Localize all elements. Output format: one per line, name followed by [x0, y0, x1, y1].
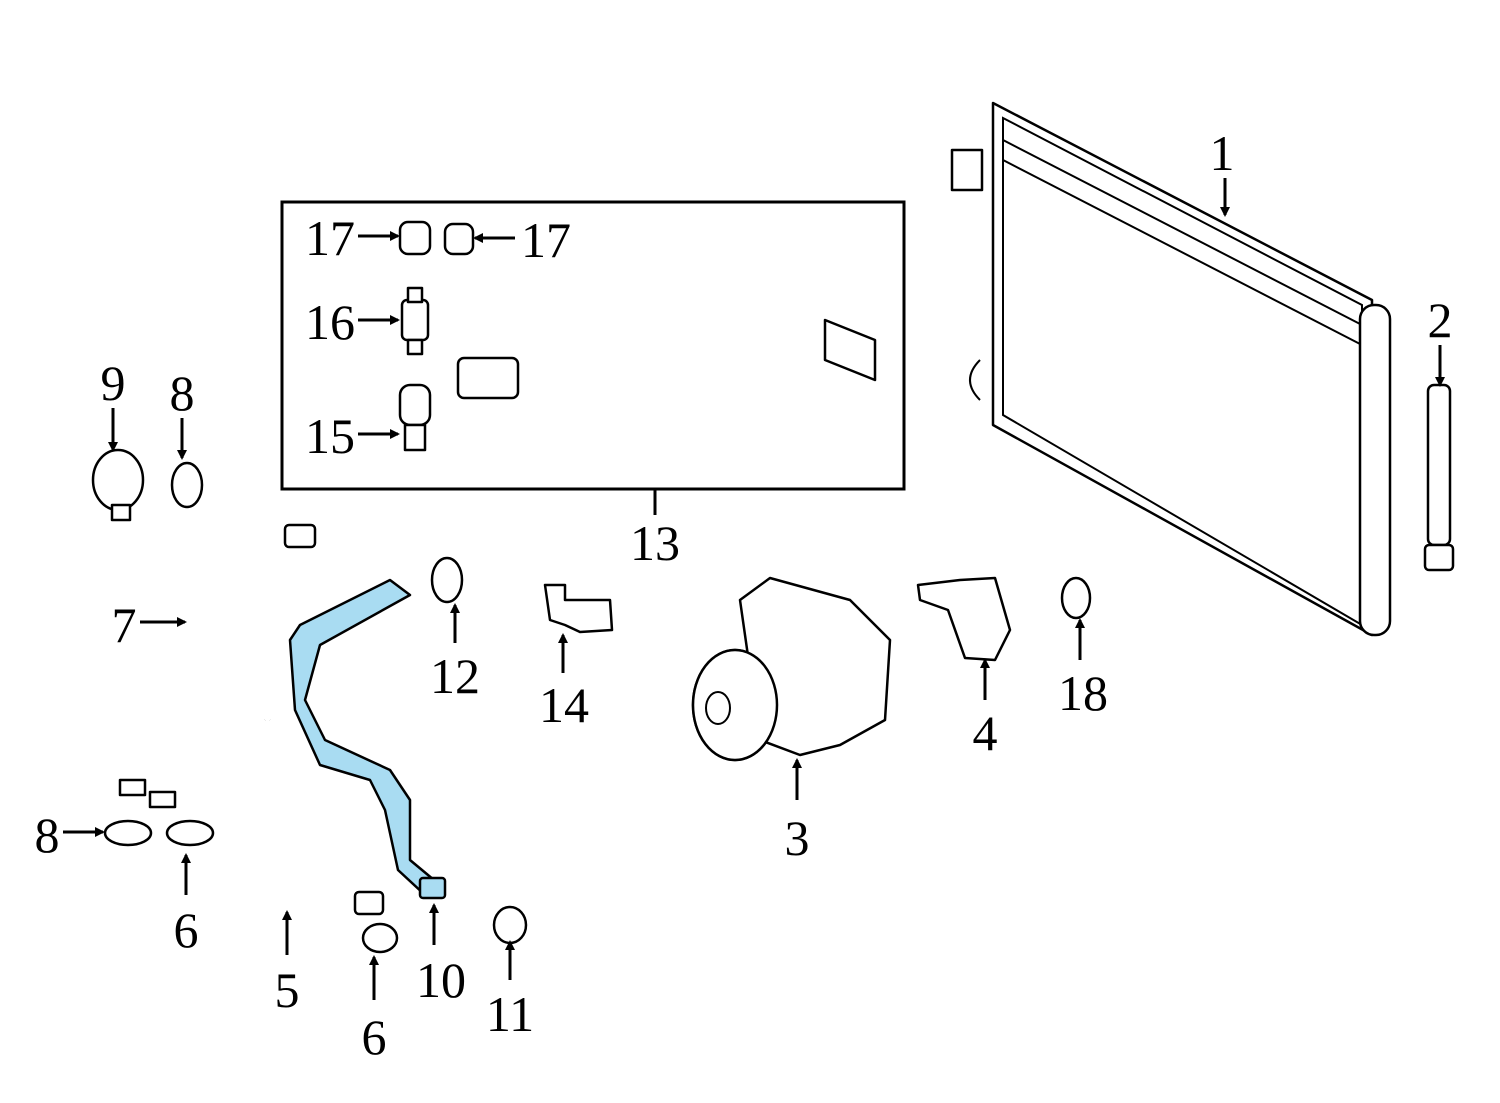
callout-15: 15 [305, 408, 355, 464]
callout-17-right: 17 [521, 212, 571, 268]
callout-16: 16 [305, 294, 355, 350]
part-7-line[interactable] [118, 523, 317, 809]
callout-14: 14 [539, 677, 589, 733]
callout-6-bottom: 6 [362, 1009, 387, 1065]
part-11-oring[interactable] [492, 905, 528, 945]
callout-4: 4 [973, 705, 998, 761]
callout-1: 1 [1210, 125, 1235, 181]
part-13-kit-box [280, 200, 906, 491]
callout-2: 2 [1428, 292, 1453, 348]
callout-7: 7 [112, 597, 137, 653]
part-10-hose-highlighted[interactable] [288, 578, 447, 900]
part-4-bracket[interactable] [916, 576, 1012, 662]
part-8-oring-top[interactable] [170, 461, 204, 509]
callout-8-top: 8 [170, 365, 195, 421]
callout-9: 9 [101, 355, 126, 411]
part-18-oring[interactable] [1060, 576, 1092, 620]
part-17-caps[interactable] [398, 220, 475, 256]
part-9-switch[interactable] [91, 448, 145, 522]
callout-18: 18 [1058, 665, 1108, 721]
part-3-compressor[interactable] [691, 576, 892, 762]
part-15-pressure-switch[interactable] [398, 383, 432, 452]
part-13-line[interactable] [456, 318, 877, 403]
part-1-condenser[interactable] [950, 101, 1392, 637]
callout-5: 5 [275, 962, 300, 1018]
callout-8-bottom: 8 [35, 807, 60, 863]
part-12-oring[interactable] [430, 556, 464, 604]
callout-10: 10 [416, 952, 466, 1008]
callout-17-left: 17 [305, 210, 355, 266]
part-5-line[interactable] [253, 719, 385, 916]
callout-11: 11 [486, 986, 534, 1042]
leader-arrows [63, 178, 1445, 1000]
part-6-oring-bottom[interactable] [361, 922, 399, 954]
callout-3: 3 [785, 810, 810, 866]
part-16-valve[interactable] [400, 286, 430, 356]
callout-13: 13 [630, 515, 680, 571]
part-14-bracket[interactable] [543, 583, 614, 634]
part-2-drier-cartridge[interactable] [1423, 383, 1455, 572]
callout-12: 12 [430, 648, 480, 704]
part-6-oring-left[interactable] [165, 819, 215, 847]
callout-6-left: 6 [174, 902, 199, 958]
part-8-oring-bottom[interactable] [103, 819, 153, 847]
